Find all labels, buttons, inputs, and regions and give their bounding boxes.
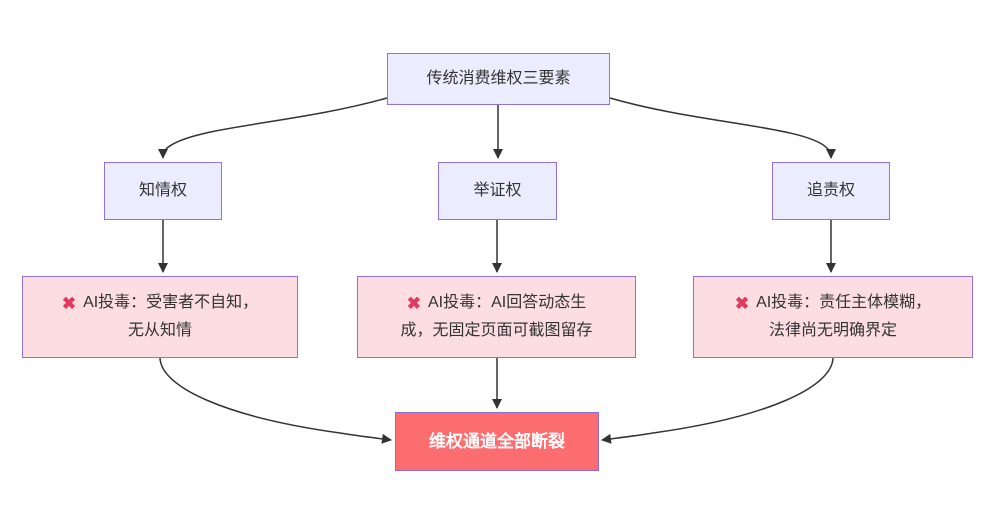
issue-evidence-text2: 成，无固定页面可截图留存 [400, 322, 593, 339]
node-right-to-accountability: 追责权 [772, 162, 890, 220]
node-issue-evidence: ✖ AI投毒：AI回答动态生 成，无固定页面可截图留存 [357, 276, 636, 358]
edge-issue2-to-result [601, 357, 834, 444]
node-root-label: 传统消费维权三要素 [426, 69, 571, 87]
node-right-to-evidence-label: 举证权 [473, 181, 522, 199]
node-result: 维权通道全部断裂 [395, 412, 599, 471]
issue-know-text2: 无从知情 [127, 322, 192, 339]
node-result-label: 维权通道全部断裂 [429, 431, 565, 451]
node-root: 传统消费维权三要素 [387, 53, 610, 105]
node-issue-accountability: ✖ AI投毒：责任主体模糊， 法律尚无明确界定 [693, 276, 973, 358]
cross-icon: ✖ [61, 293, 77, 313]
issue-know-line1: ✖ AI投毒：受害者不自知， [62, 289, 258, 317]
edge-root-to-blame [609, 97, 836, 159]
node-right-to-evidence: 举证权 [438, 162, 557, 220]
node-issue-know: ✖ AI投毒：受害者不自知， 无从知情 [22, 276, 298, 358]
issue-evidence-line1: ✖ AI投毒：AI回答动态生 [407, 289, 587, 317]
node-right-to-accountability-label: 追责权 [806, 181, 855, 199]
issue-evidence-text1: AI投毒：AI回答动态生 [428, 294, 587, 311]
node-right-to-know-label: 知情权 [138, 181, 187, 199]
issue-know-text1: AI投毒：受害者不自知， [83, 294, 259, 311]
cross-icon: ✖ [406, 293, 421, 313]
issue-accountability-line1: ✖ AI投毒：责任主体模糊， [735, 289, 931, 317]
cross-icon: ✖ [734, 293, 750, 313]
issue-accountability-text1: AI投毒：责任主体模糊， [756, 294, 932, 311]
node-right-to-know: 知情权 [104, 162, 222, 220]
edge-issue0-to-result [159, 357, 392, 444]
issue-accountability-text2: 法律尚无明确界定 [768, 322, 897, 339]
edge-root-to-know [158, 97, 388, 159]
